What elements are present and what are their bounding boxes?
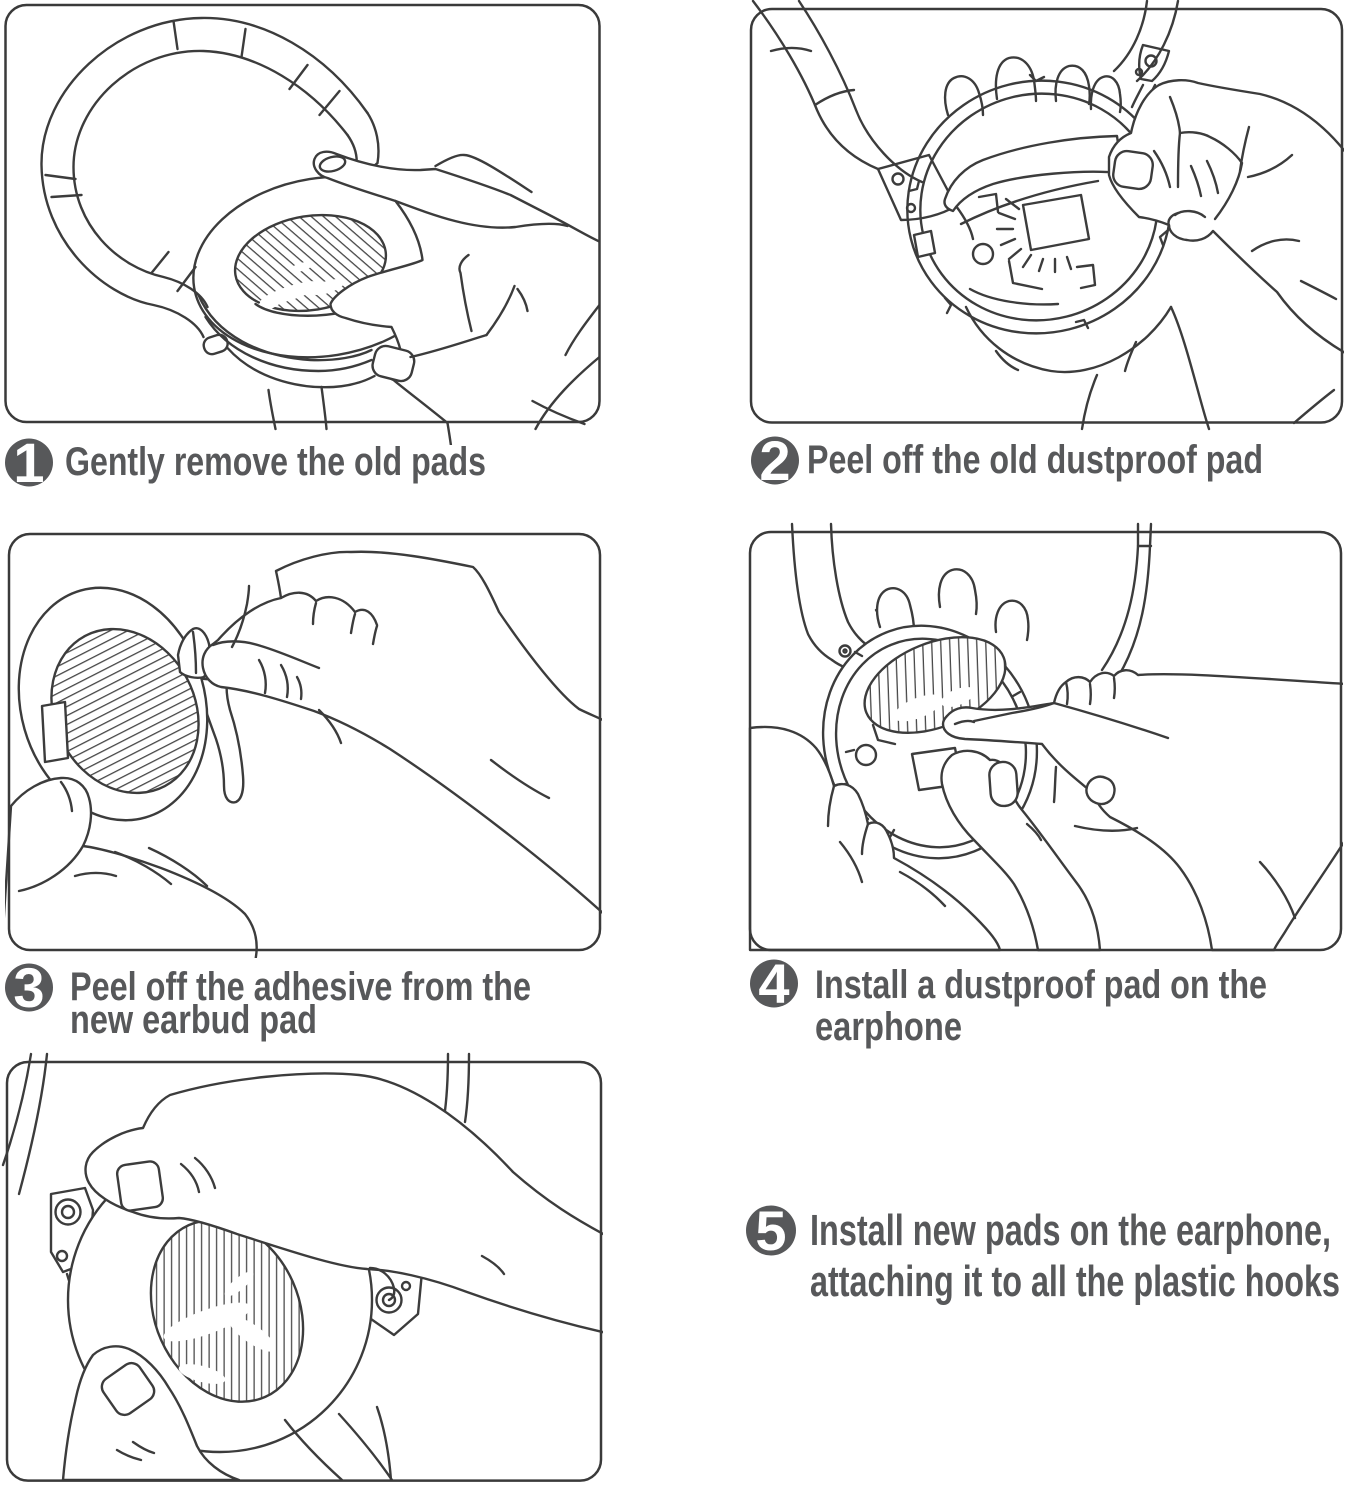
svg-text:5: 5 <box>755 1199 786 1262</box>
svg-text:new earbud pad: new earbud pad <box>70 998 317 1042</box>
svg-text:2: 2 <box>759 429 790 492</box>
svg-text:4: 4 <box>758 952 789 1015</box>
svg-text:3: 3 <box>13 956 44 1019</box>
svg-text:Install new pads on the earpho: Install new pads on the earphone, <box>810 1206 1331 1255</box>
svg-text:earphone: earphone <box>815 1005 962 1049</box>
svg-text:1: 1 <box>13 431 44 494</box>
svg-text:Install a dustproof pad on the: Install a dustproof pad on the <box>815 963 1267 1007</box>
svg-text:Gently remove the old pads: Gently remove the old pads <box>65 440 486 484</box>
svg-text:Peel off the adhesive from the: Peel off the adhesive from the <box>70 965 531 1009</box>
svg-text:attaching it to all the plasti: attaching it to all the plastic hooks <box>810 1257 1340 1306</box>
svg-text:Peel off the old dustproof pad: Peel off the old dustproof pad <box>807 438 1263 482</box>
